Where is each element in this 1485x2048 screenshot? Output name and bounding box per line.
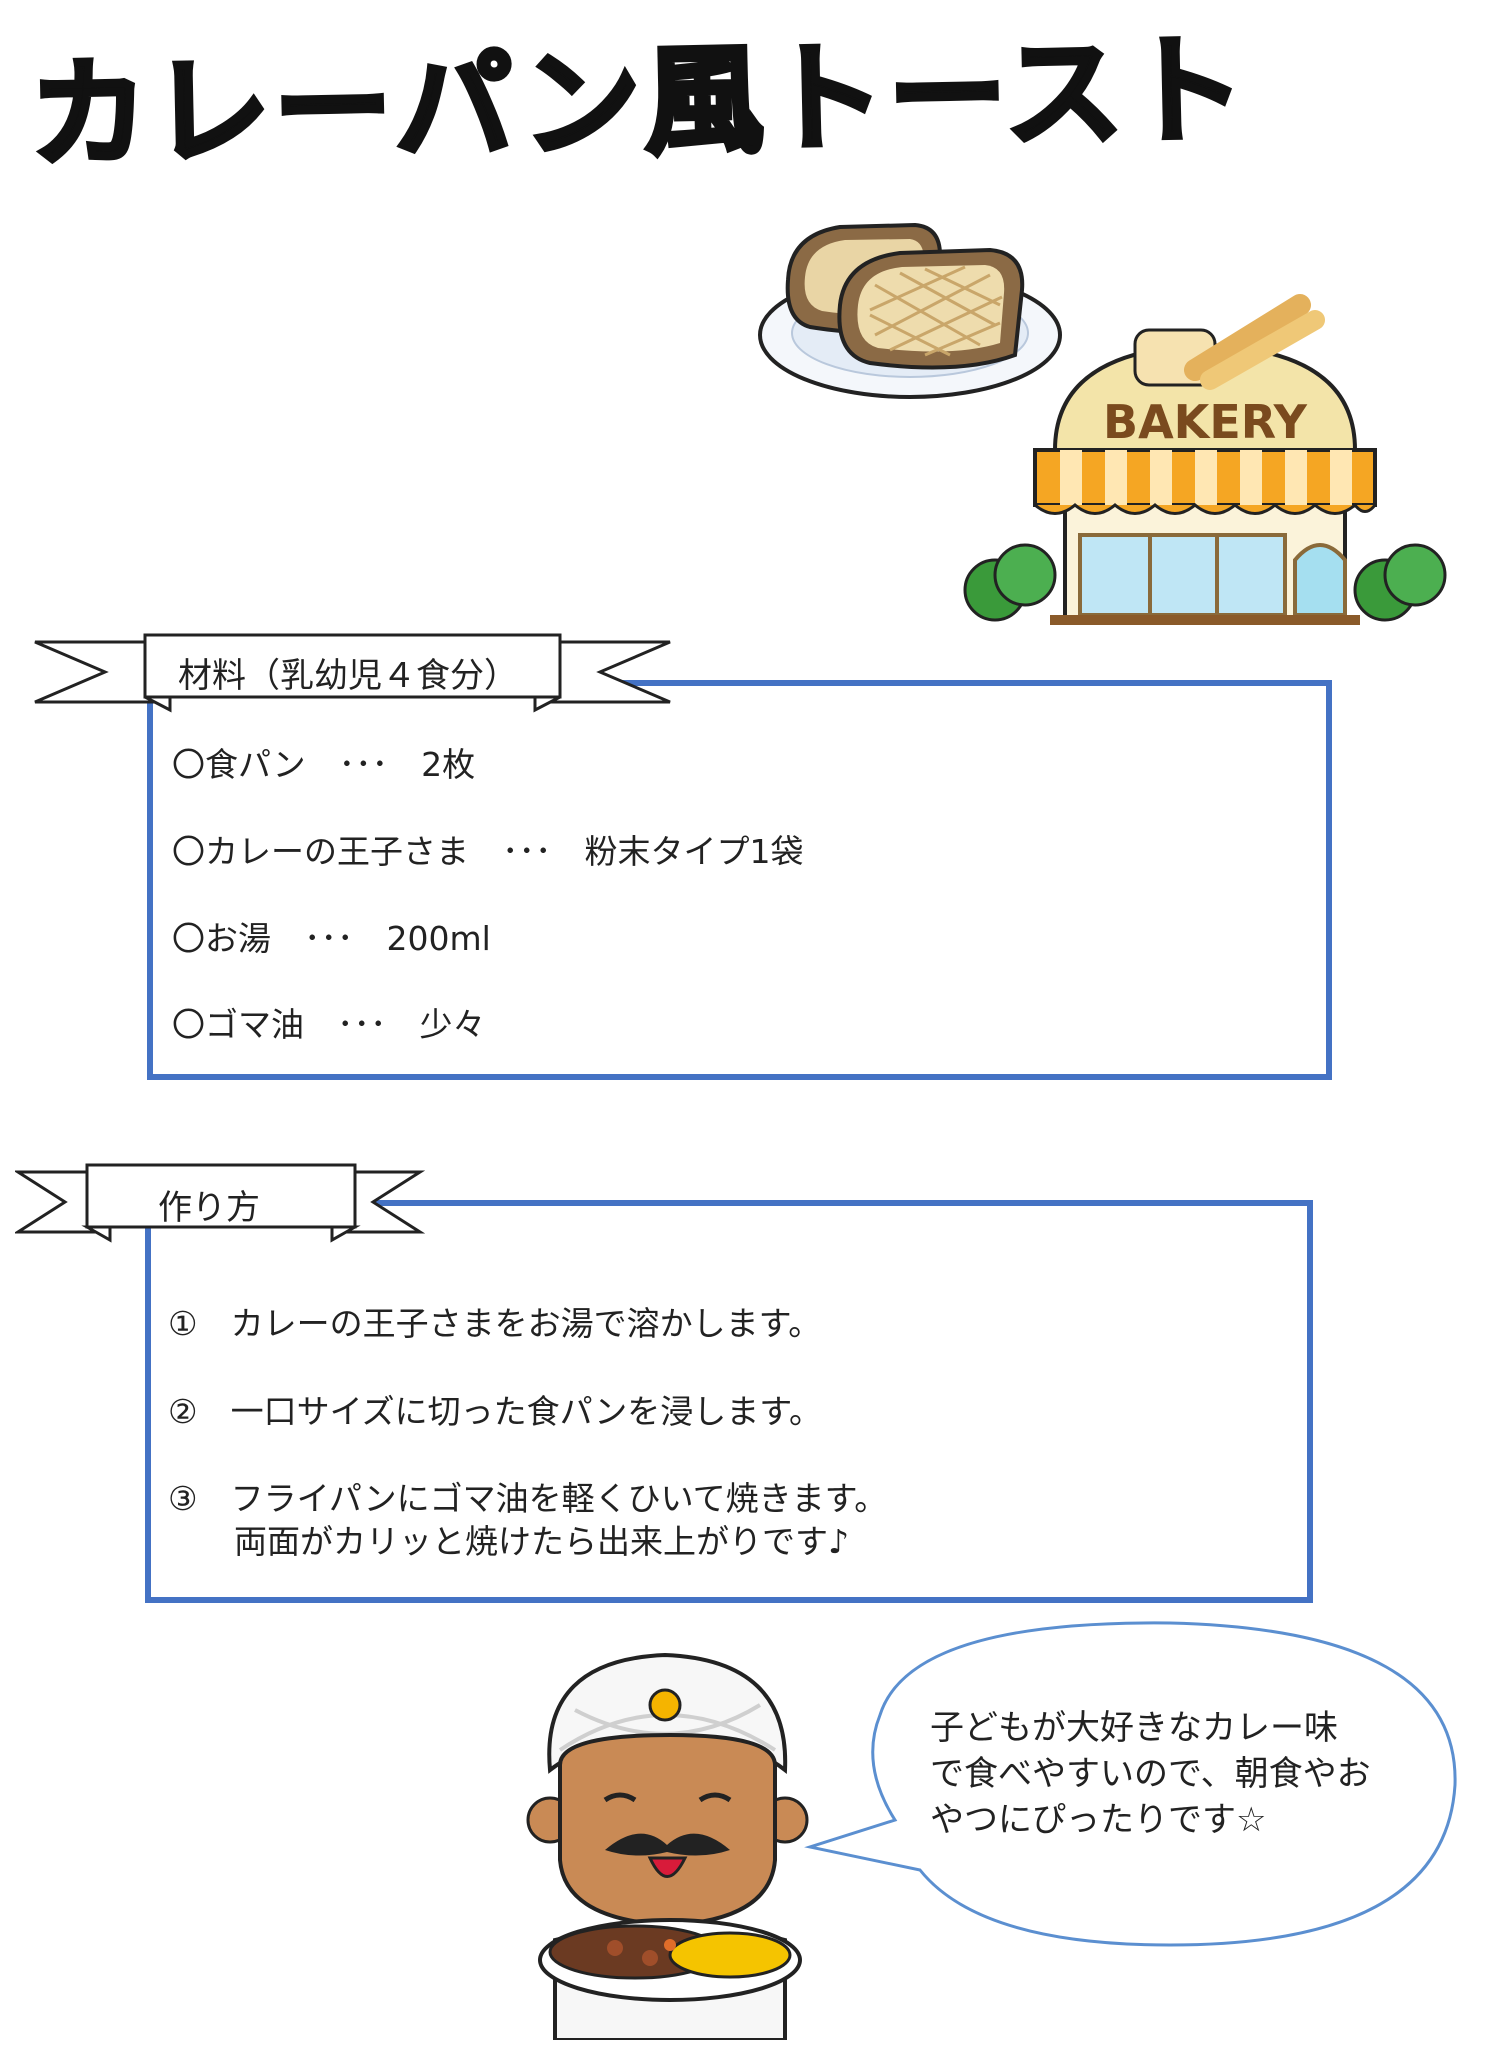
curry-chef-illustration	[526, 1652, 809, 2040]
method-box	[145, 1200, 1313, 1603]
method-step: ② 一口サイズに切った食パンを浸します。	[168, 1392, 822, 1431]
shop-door	[1293, 543, 1347, 617]
ingredient-item: 〇カレーの王子さま ･･･ 粉末タイプ1袋	[172, 832, 804, 871]
bread-on-roof	[1133, 294, 1325, 390]
toast-slice-front	[837, 247, 1025, 370]
bushes	[963, 543, 1447, 622]
face	[558, 1732, 777, 1928]
bakery-illustration: BAKERY	[963, 294, 1447, 625]
method-ribbon	[15, 1163, 425, 1243]
ingredients-box	[147, 680, 1332, 1080]
page-title-text: カレーパン風トースト	[26, 18, 1252, 186]
ingredients-ribbon	[34, 633, 671, 713]
toast-plate-illustration	[758, 222, 1062, 399]
turban-jewel	[648, 1688, 682, 1722]
ingredients-heading: 材料（乳幼児４食分）	[178, 656, 518, 696]
speech-line: で食べやすいので、朝食やお	[930, 1754, 1371, 1794]
speech-bubble	[804, 1621, 1457, 1947]
awning	[1033, 448, 1377, 515]
ingredient-item: 〇食パン ･･･ 2枚	[172, 745, 476, 784]
ingredient-item: 〇ゴマ油 ･･･ 少々	[172, 1005, 486, 1044]
shop-window	[1078, 533, 1287, 617]
method-heading: 作り方	[158, 1188, 260, 1228]
bakery-sign: BAKERY	[1103, 395, 1308, 449]
method-step: ① カレーの王子さまをお湯で溶かします。	[168, 1304, 822, 1343]
speech-line: 子どもが大好きなカレー味	[930, 1708, 1338, 1748]
speech-line: やつにぴったりです☆	[930, 1800, 1267, 1840]
speech-text: 子どもが大好きなカレー味 で食べやすいので、朝食やお やつにぴったりです☆	[930, 1705, 1410, 1843]
ingredient-item: 〇お湯 ･･･ 200ml	[172, 919, 491, 958]
page-title: カレーパン風トースト	[26, 18, 1410, 200]
mustache	[605, 1833, 730, 1856]
method-step: 両面がカリッと焼けたら出来上がりです♪	[168, 1522, 850, 1561]
method-step: ③ フライパンにゴマ油を軽くひいて焼きます。	[168, 1479, 888, 1518]
